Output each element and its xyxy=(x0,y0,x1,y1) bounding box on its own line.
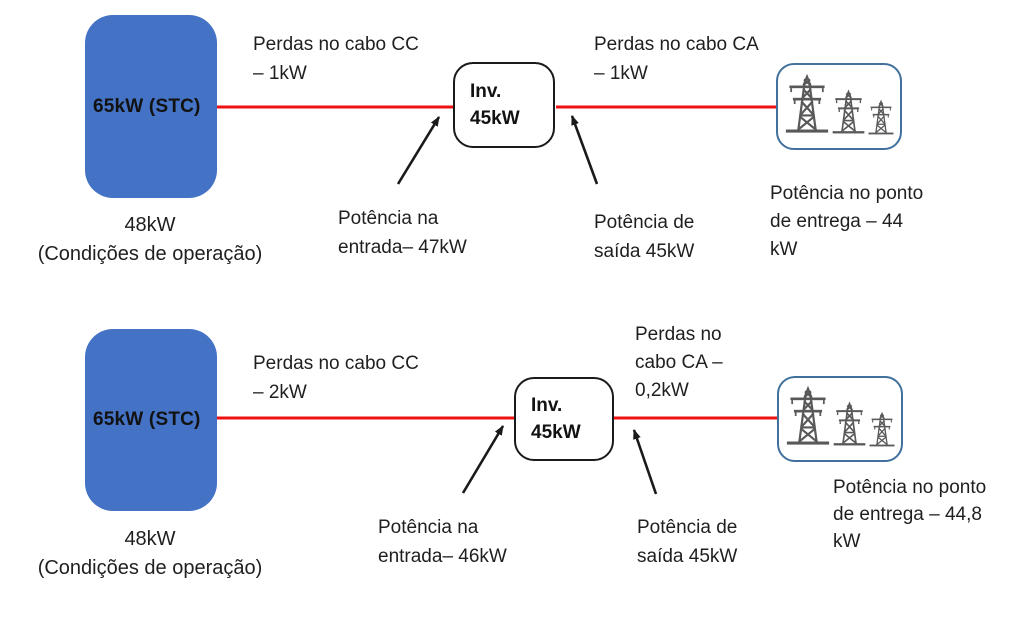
inverter-name: Inv. xyxy=(470,81,502,102)
grid-box-row1 xyxy=(776,63,902,150)
input-power-label-row1: Potência na entrada– 47kW xyxy=(338,208,467,258)
ac-loss-label-row2: Perdas no cabo CA – 0,2kW xyxy=(635,324,723,401)
transmission-tower-icon xyxy=(786,384,830,448)
caption-power: 48kW xyxy=(124,214,176,236)
inverter-rating: 45kW xyxy=(531,422,581,443)
input-arrow-row1 xyxy=(396,116,441,185)
transmission-tower-icon xyxy=(785,72,829,136)
output-power-label-row1: Potência de saída 45kW xyxy=(594,212,695,262)
dc-loss-label-row1: Perdas no cabo CC – 1kW xyxy=(253,34,419,84)
output-arrow-row2 xyxy=(632,429,658,495)
input-arrow-row2 xyxy=(461,425,505,494)
pv-array-label: 65kW (STC) xyxy=(93,409,201,430)
caption-power: 48kW xyxy=(124,528,176,550)
pv-array-caption-row1: 48kW (Condições de operação) xyxy=(8,211,292,269)
inverter-box-row1: Inv. 45kW xyxy=(453,62,555,148)
transmission-tower-icon xyxy=(868,99,894,136)
pv-array-label: 65kW (STC) xyxy=(93,95,201,117)
transmission-tower-icon xyxy=(833,400,866,448)
grid-box-row2 xyxy=(777,376,903,462)
delivery-power-label-row1: Potência no ponto de entrega – 44 kW xyxy=(770,183,924,260)
inverter-box-row2: Inv. 45kW xyxy=(514,377,614,461)
caption-conditions: (Condições de operação) xyxy=(37,557,263,579)
transmission-tower-icon xyxy=(832,88,865,136)
transmission-tower-icon xyxy=(869,411,895,448)
pv-array-row2: 65kW (STC) xyxy=(85,329,217,511)
pv-array-caption-row2: 48kW (Condições de operação) xyxy=(8,525,292,583)
input-power-label-row2: Potência na entrada– 46kW xyxy=(378,517,507,567)
dc-loss-label-row2: Perdas no cabo CC – 2kW xyxy=(253,353,419,403)
output-arrow-row1 xyxy=(570,115,599,185)
output-power-label-row2: Potência de saída 45kW xyxy=(637,517,738,567)
delivery-power-label-row2: Potência no ponto de entrega – 44,8 kW xyxy=(833,477,987,552)
caption-conditions: (Condições de operação) xyxy=(37,243,263,265)
ac-loss-label-row1: Perdas no cabo CA – 1kW xyxy=(594,34,759,84)
inverter-rating: 45kW xyxy=(470,108,520,129)
inverter-name: Inv. xyxy=(531,395,563,416)
pv-array-row1: 65kW (STC) xyxy=(85,15,217,198)
